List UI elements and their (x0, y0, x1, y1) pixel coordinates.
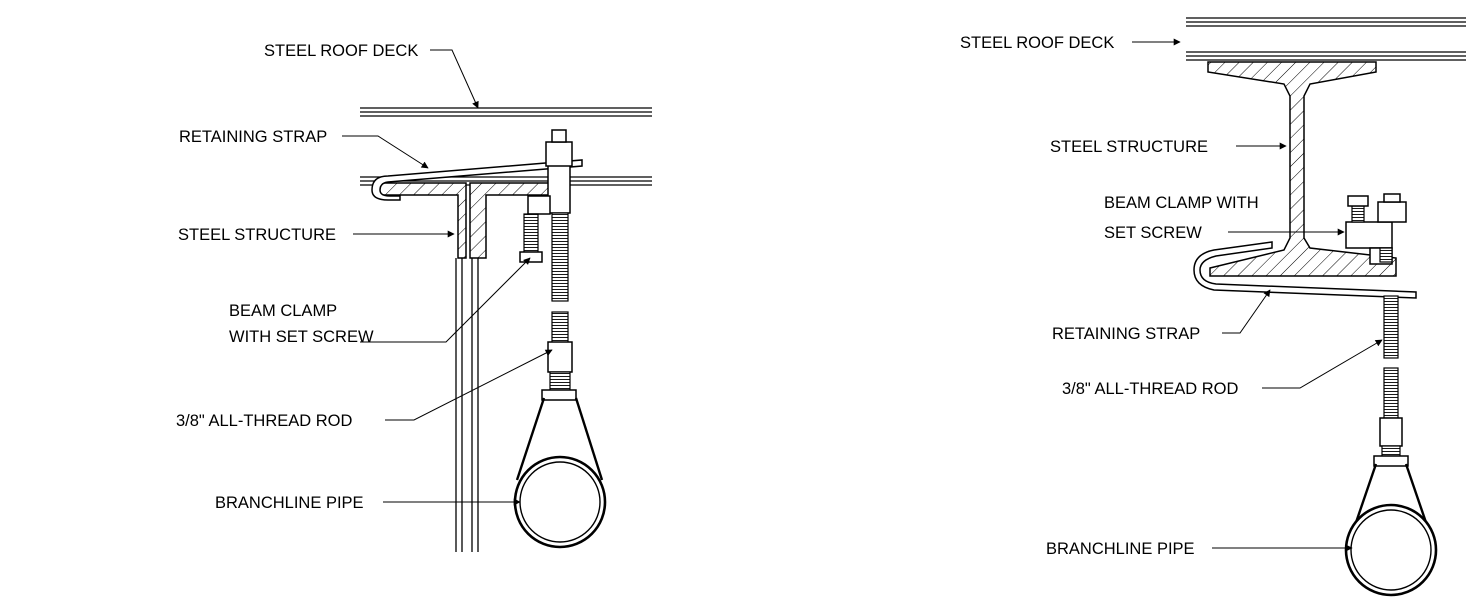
left-label-pipe: BRANCHLINE PIPE (215, 494, 364, 512)
right-label-pipe: BRANCHLINE PIPE (1046, 540, 1195, 558)
right-label-retaining-strap: RETAINING STRAP (1052, 325, 1200, 343)
left-leader-roof-deck (430, 49, 479, 109)
left-detail: STEEL ROOF DECK RETAINING STRAP STEEL ST… (176, 42, 652, 552)
right-label-steel-structure: STEEL STRUCTURE (1050, 138, 1208, 156)
left-label-roof-deck: STEEL ROOF DECK (264, 42, 418, 60)
right-label-roof-deck: STEEL ROOF DECK (960, 34, 1114, 52)
left-label-retaining-strap: RETAINING STRAP (179, 128, 327, 146)
right-label-beam-clamp-2: SET SCREW (1104, 224, 1202, 242)
left-steel-structure (377, 182, 556, 552)
right-leader-rod (1262, 339, 1383, 389)
left-hanger (515, 341, 604, 481)
right-rod-lower (1383, 367, 1399, 419)
left-label-beam-clamp-2: WITH SET SCREW (229, 328, 374, 346)
left-leader-retaining-strap (342, 135, 429, 169)
right-roof-deck (1186, 17, 1466, 61)
right-steel-structure (1207, 61, 1397, 277)
right-detail: STEEL ROOF DECK STEEL STRUCTURE BEAM CLA… (960, 17, 1466, 597)
left-roof-deck (360, 107, 652, 117)
right-beam-clamp (1345, 193, 1407, 265)
left-label-beam-clamp-1: BEAM CLAMP (229, 302, 337, 320)
right-retaining-strap (1193, 241, 1417, 299)
left-label-rod: 3/8" ALL-THREAD ROD (176, 412, 352, 430)
left-label-steel-structure: STEEL STRUCTURE (178, 226, 336, 244)
left-rod-upper (551, 212, 569, 302)
left-branchline-pipe (513, 455, 607, 549)
left-leader-rod (385, 349, 553, 421)
right-label-rod: 3/8" ALL-THREAD ROD (1062, 380, 1238, 398)
left-beam-clamp (519, 129, 573, 263)
right-rod-upper (1383, 295, 1399, 359)
right-branchline-pipe (1344, 503, 1438, 597)
left-retaining-strap (371, 159, 583, 201)
right-leader-retaining-strap (1222, 289, 1271, 334)
left-leader-beam-clamp (360, 257, 531, 343)
right-label-beam-clamp-1: BEAM CLAMP WITH (1104, 194, 1259, 212)
